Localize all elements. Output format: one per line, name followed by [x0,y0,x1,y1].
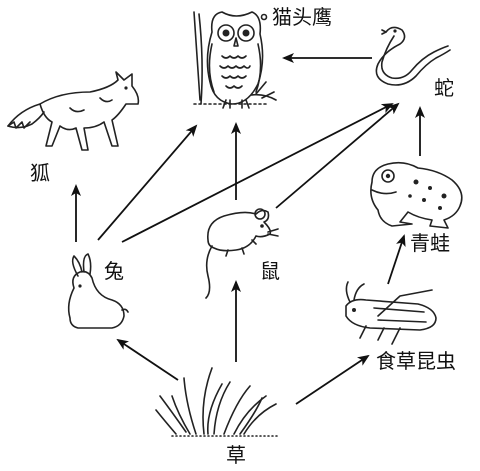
arrow-rabbit-owl [97,124,198,241]
rabbit-label: 兔 [104,259,124,283]
grass-label: 草 [226,443,246,467]
insect-label: 食草昆虫 [376,349,456,373]
frog-label: 青蛙 [410,231,450,255]
frog-illustration [370,161,463,229]
mouse-illustration [205,208,279,299]
arrow-grass-insect [295,354,370,405]
owl-label: 猫头鹰 [272,5,332,29]
mouse-label: 鼠 [260,259,280,283]
fox-illustration [7,71,140,151]
arrow-insect-frog [387,234,406,285]
fox-label: 狐 [30,161,50,185]
arrow-grass-rabbit [116,338,179,381]
insect-illustration [345,281,437,345]
owl-illustration [193,11,277,109]
rabbit-illustration [67,253,129,329]
arrows [71,53,425,405]
snake-illustration [375,26,451,86]
snake-label: 蛇 [434,76,454,100]
arrow-mouse-snake [275,102,400,209]
grass-illustration [155,367,281,437]
arrow-rabbit-snake [121,103,394,243]
